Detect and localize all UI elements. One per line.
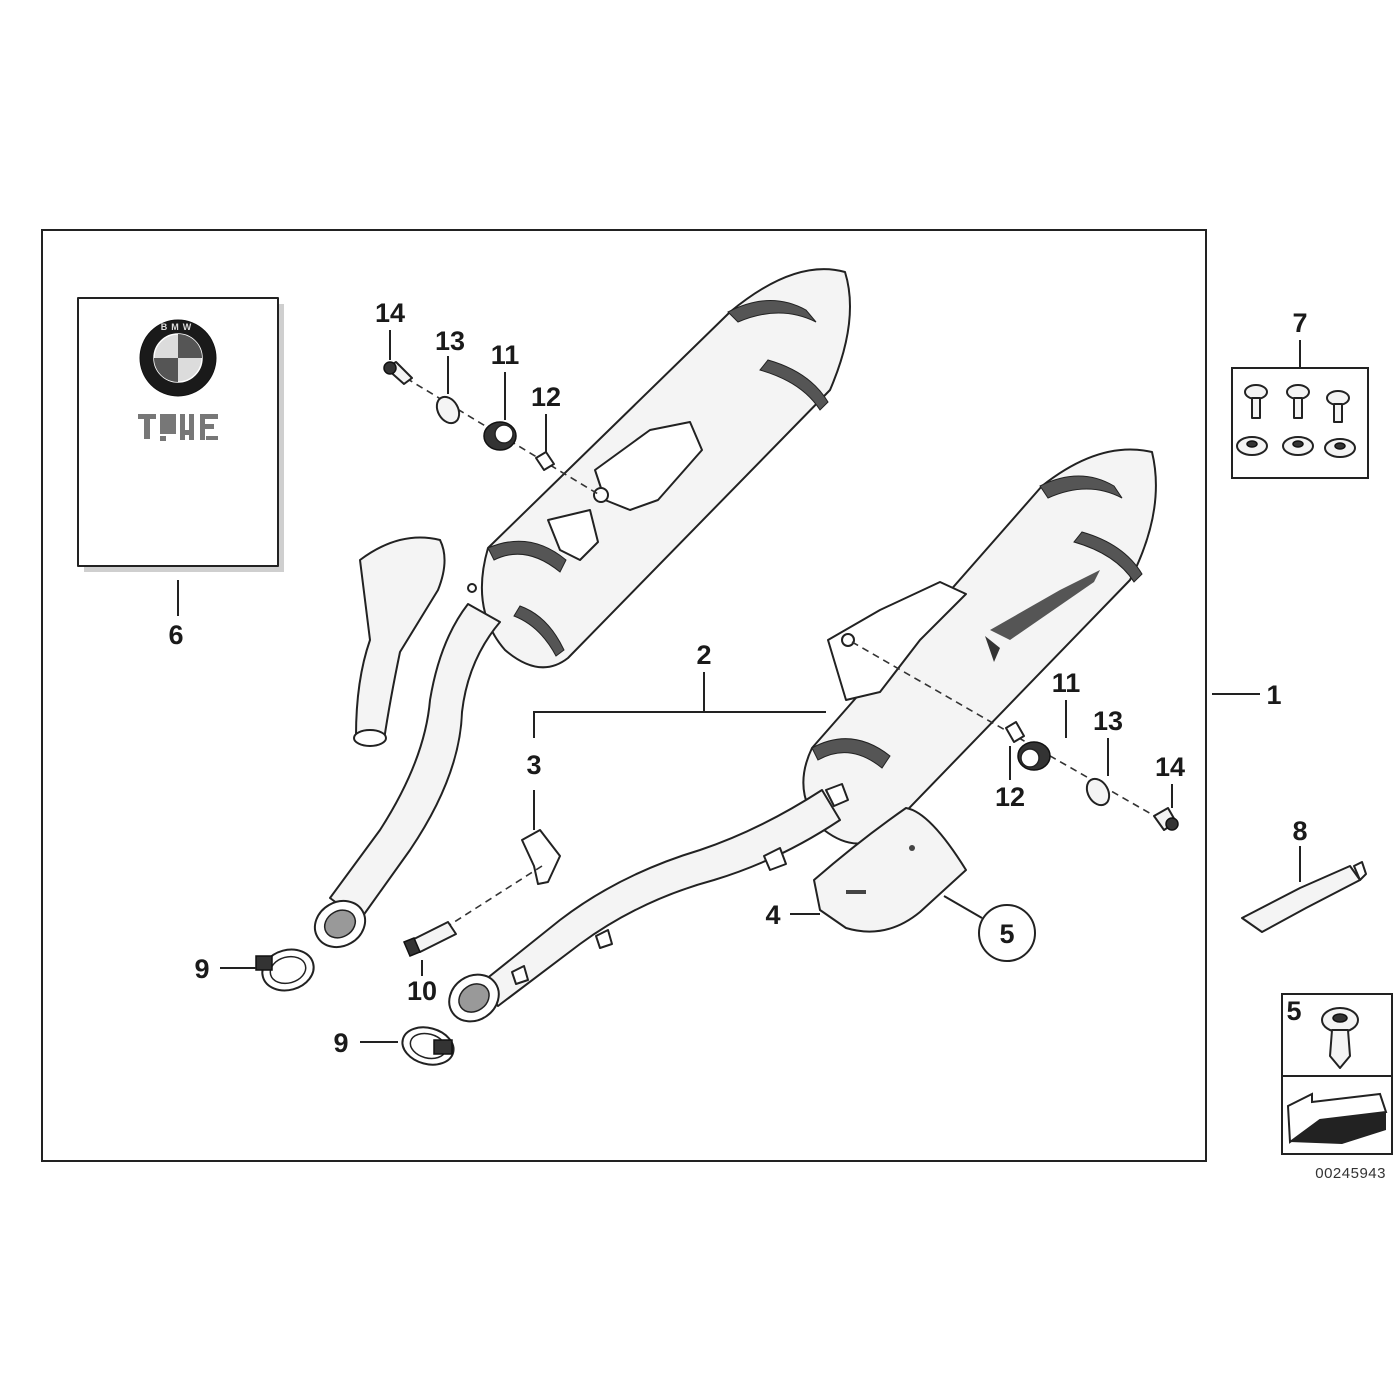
label-literature: 6 — [168, 620, 183, 650]
bushing-left[interactable] — [535, 451, 555, 471]
label-bracket: 3 — [526, 750, 541, 780]
washer-right[interactable] — [1082, 775, 1113, 809]
label-main-assembly: 1 — [1266, 680, 1281, 710]
label-grease-tube: 8 — [1292, 816, 1307, 846]
label-bolt-right: 14 — [1155, 752, 1185, 782]
right-muffler[interactable] — [802, 448, 1157, 845]
main-assembly-frame — [41, 229, 1207, 1162]
label-exhaust-pipe: 2 — [696, 640, 711, 670]
left-link-pipe[interactable] — [353, 536, 446, 747]
label-heat-shield: 4 — [765, 900, 780, 930]
label-screw-circled: 5 — [999, 919, 1014, 949]
label-grommet-left: 11 — [491, 340, 520, 370]
washer-left[interactable] — [432, 393, 463, 427]
label-legend-screw: 5 — [1286, 996, 1301, 1026]
clamp-upper[interactable] — [255, 944, 318, 996]
legend-box — [1281, 993, 1393, 1155]
logo-text: BMW — [161, 322, 196, 332]
label-clamp-upper: 9 — [194, 954, 209, 984]
bushing-right[interactable] — [1005, 721, 1025, 743]
label-washer-right: 13 — [1093, 706, 1123, 736]
stud-bolt[interactable] — [403, 921, 457, 957]
arrow-icon — [1286, 1092, 1388, 1144]
screw-icon — [1321, 1007, 1359, 1069]
bmw-logo-icon: BMW — [139, 319, 217, 397]
label-clamp-lower: 9 — [333, 1028, 348, 1058]
label-bolt-left: 14 — [375, 298, 405, 328]
grommet-right[interactable] — [1017, 741, 1051, 771]
left-muffler[interactable] — [480, 268, 851, 669]
left-header-pipe[interactable] — [306, 603, 501, 956]
label-bushing-right: 12 — [995, 782, 1025, 812]
manual-title-glyphs — [138, 414, 218, 441]
label-stud-bolt: 10 — [407, 976, 437, 1006]
grease-tube[interactable] — [1241, 861, 1367, 933]
manual-booklet[interactable]: BMW — [77, 297, 284, 572]
callout-circle — [978, 904, 1036, 962]
clamp-lower[interactable] — [398, 1022, 458, 1070]
label-washer-left: 13 — [435, 326, 465, 356]
right-header-pipe[interactable] — [440, 789, 841, 1031]
bolt-right[interactable] — [1153, 807, 1179, 831]
label-screw-kit: 7 — [1292, 308, 1307, 338]
screw-icon — [1244, 384, 1350, 423]
screw-kit-box[interactable] — [1231, 367, 1369, 479]
grommet-left[interactable] — [483, 421, 517, 451]
diagram-code: 00245943 — [1315, 1165, 1386, 1182]
label-grommet-right: 11 — [1052, 668, 1081, 698]
label-bushing-left: 12 — [531, 382, 561, 412]
bracket[interactable] — [521, 829, 561, 885]
washer-icon — [1236, 436, 1356, 458]
heat-shield[interactable] — [813, 807, 967, 933]
bolt-left[interactable] — [383, 361, 413, 385]
akrapovic-logo-icon — [985, 570, 1100, 662]
